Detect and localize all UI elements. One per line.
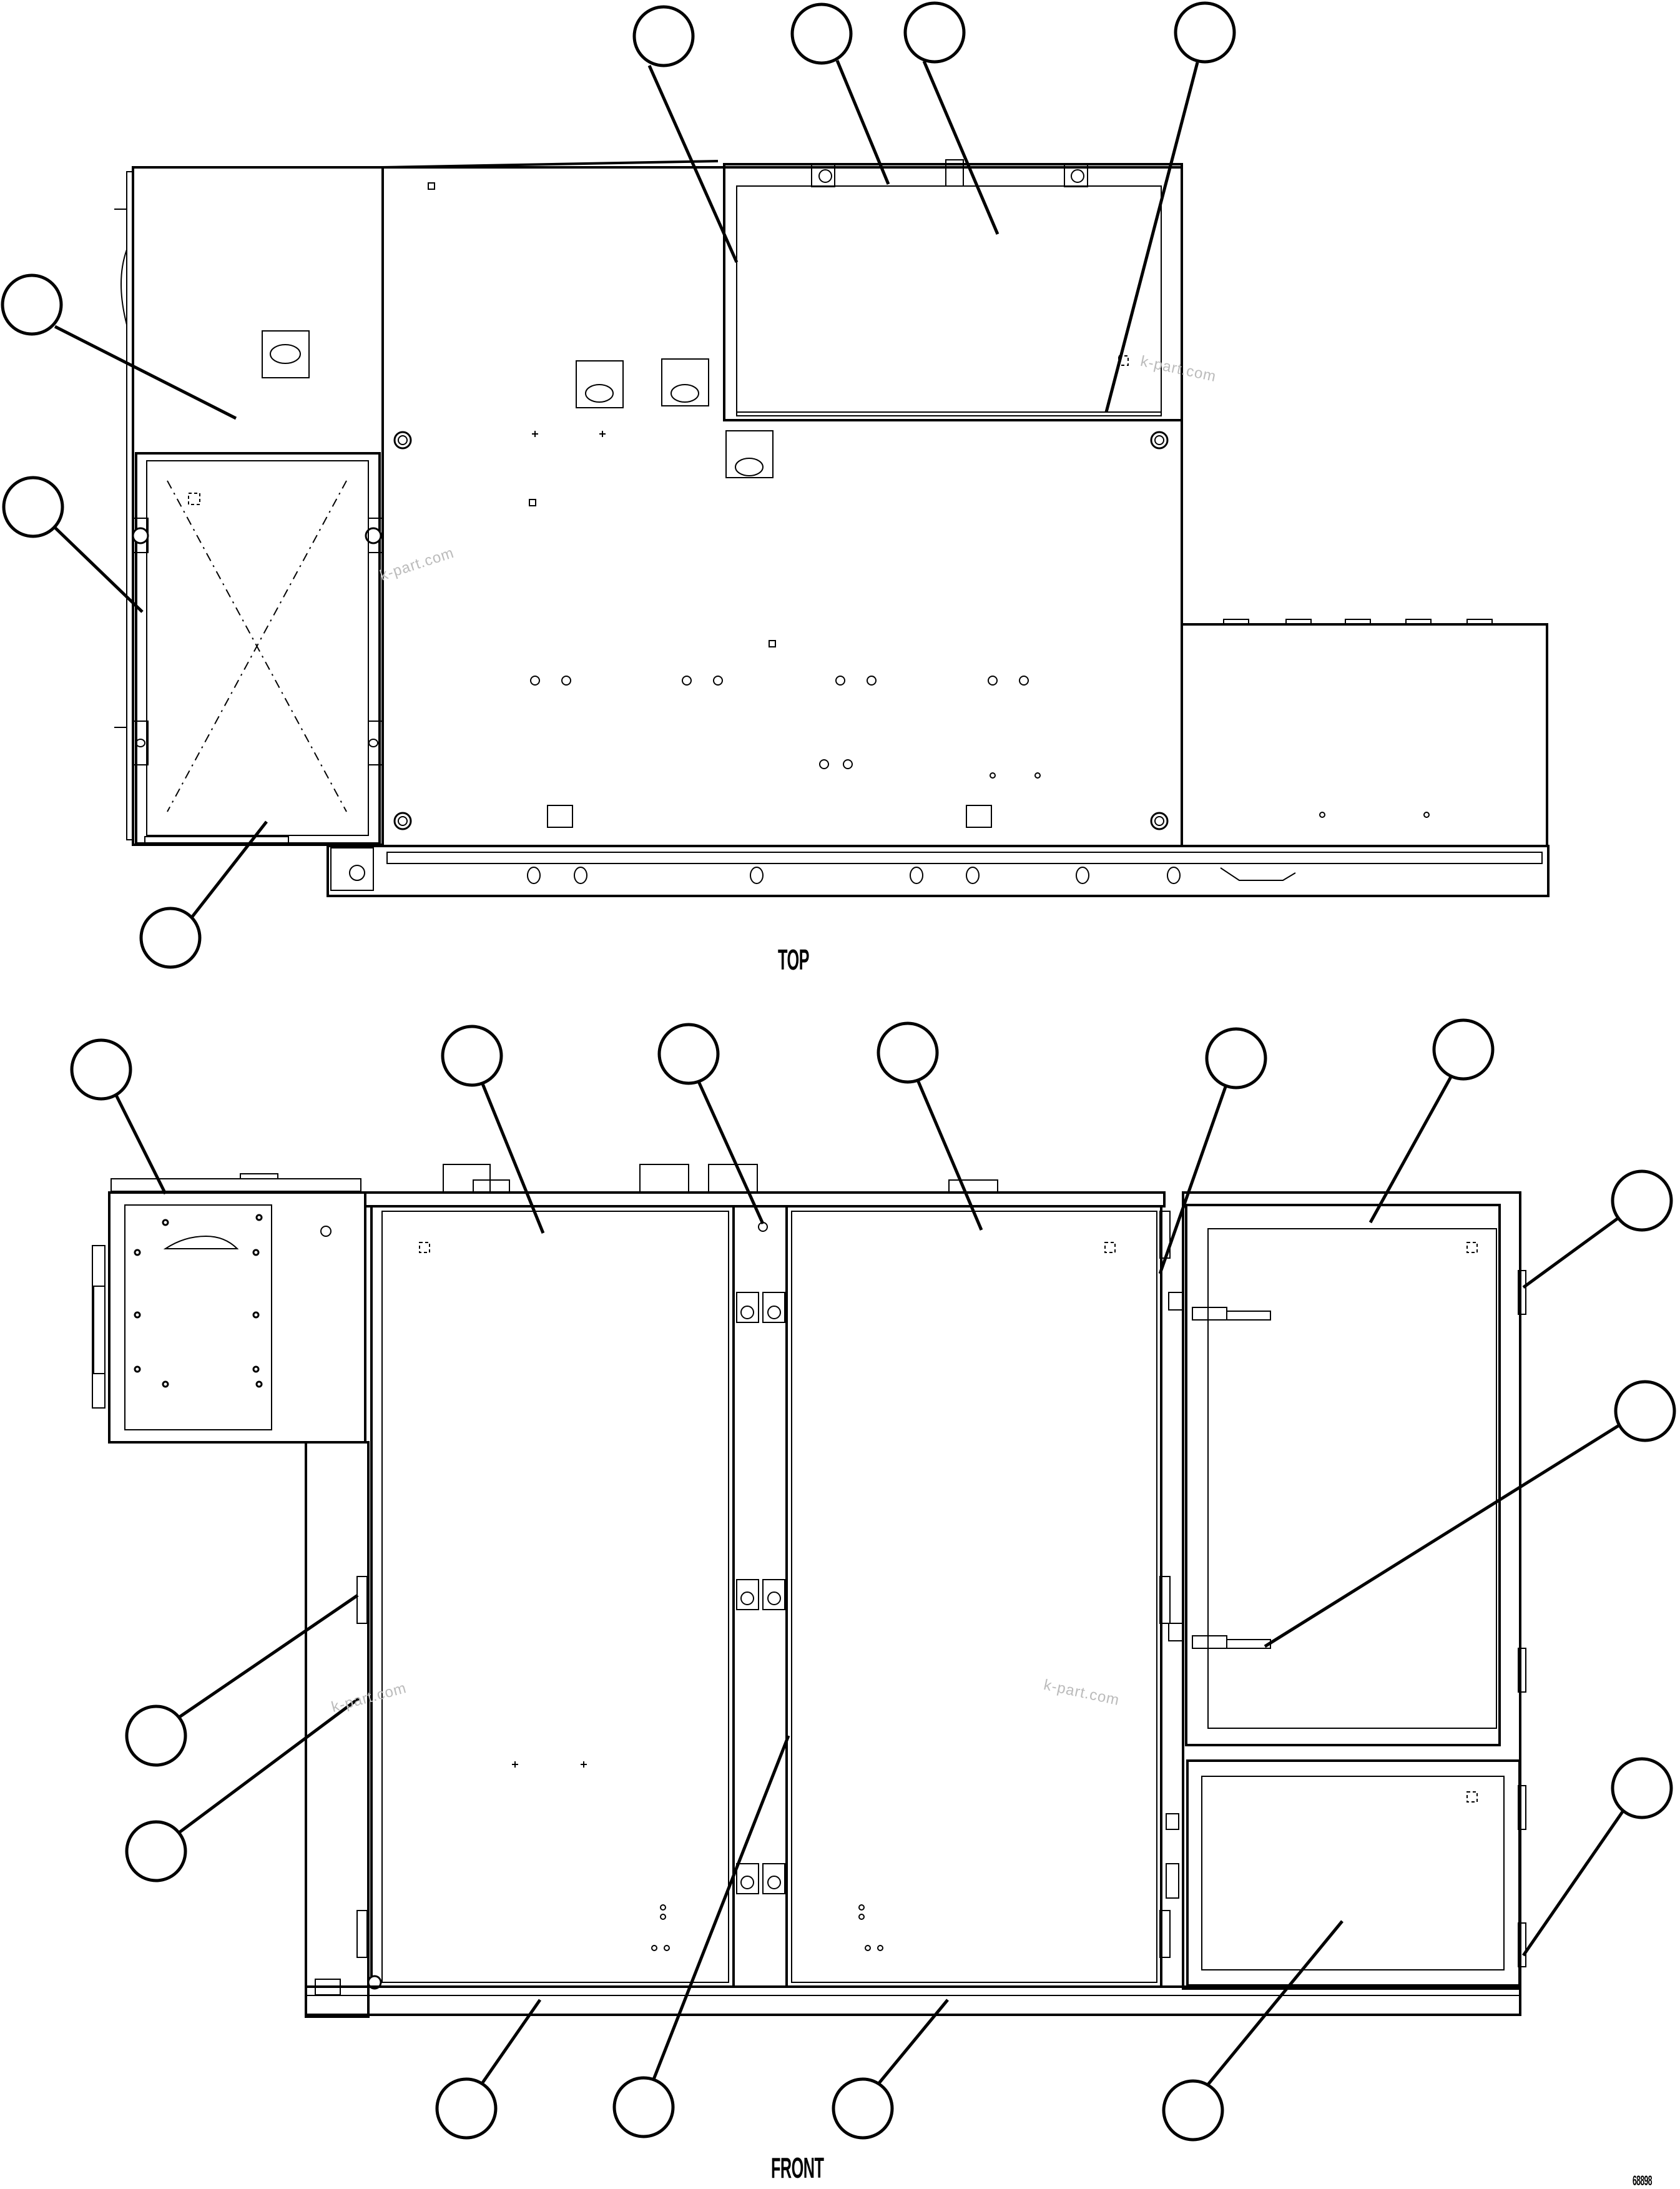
callout-front-5[interactable] <box>1207 1029 1265 1088</box>
callout-front-4[interactable] <box>878 1023 937 1082</box>
callout-top-2[interactable] <box>792 4 851 63</box>
front-view-label: FRONT <box>771 2152 824 2184</box>
callout-top-6[interactable] <box>4 478 62 536</box>
callout-front-7[interactable] <box>1613 1171 1671 1230</box>
callout-front-13[interactable] <box>614 2078 673 2137</box>
callout-top-1[interactable] <box>634 7 693 66</box>
drawing-number: 68898 <box>1633 2173 1652 2188</box>
top-view-label: TOP <box>778 943 809 976</box>
callout-front-12[interactable] <box>437 2079 496 2138</box>
callout-top-7[interactable] <box>141 908 200 967</box>
callout-front-9[interactable] <box>1613 1759 1671 1818</box>
callout-front-2[interactable] <box>443 1026 501 1085</box>
callout-front-11[interactable] <box>127 1822 185 1881</box>
callout-top-4[interactable] <box>1176 3 1234 62</box>
callout-front-15[interactable] <box>1164 2081 1222 2140</box>
callout-top-3[interactable] <box>905 3 964 62</box>
callout-front-10[interactable] <box>127 1706 185 1765</box>
top-view <box>54 60 1550 920</box>
callout-front-1[interactable] <box>72 1040 130 1099</box>
callout-top-5[interactable] <box>2 275 61 334</box>
callout-front-8[interactable] <box>1616 1382 1674 1440</box>
callout-front-3[interactable] <box>659 1025 718 1083</box>
front-view <box>92 1075 1628 2087</box>
callout-front-14[interactable] <box>833 2079 892 2138</box>
callout-front-6[interactable] <box>1434 1020 1493 1079</box>
callout-circles <box>1 1 1676 2142</box>
